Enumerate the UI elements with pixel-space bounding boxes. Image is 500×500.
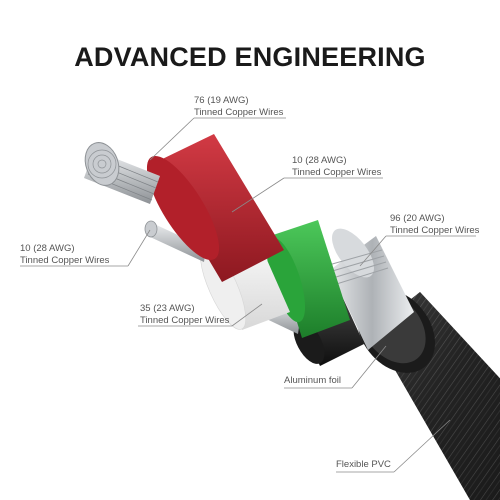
material-label: Tinned Copper Wires <box>140 315 230 326</box>
material-label: Tinned Copper Wires <box>194 107 284 118</box>
material-label: Tinned Copper Wires <box>20 255 110 266</box>
gauge-label: 76 (19 AWG) <box>194 95 249 106</box>
aluminum-foil <box>330 228 414 350</box>
gauge-label: 35 (23 AWG) <box>140 303 195 314</box>
callout-aluminum-foil: Aluminum foil <box>284 375 341 387</box>
leader-lines <box>20 117 476 473</box>
foil-label: Aluminum foil <box>284 375 342 386</box>
callout-red-conductor: 76 (19 AWG) Tinned Copper Wires <box>194 95 283 119</box>
gauge-label: 10 (28 AWG) <box>20 243 75 254</box>
material-label: Tinned Copper Wires <box>390 225 480 236</box>
gauge-label: 10 (28 AWG) <box>292 155 347 166</box>
callout-black-conductor: 35 (23 AWG) Tinned Copper Wires <box>140 303 229 327</box>
callout-flexible-pvc: Flexible PVC <box>336 459 391 471</box>
callout-shield-braid: 96 (20 AWG) Tinned Copper Wires <box>390 213 479 237</box>
page-title: ADVANCED ENGINEERING <box>74 42 426 72</box>
callout-green-conductor: 10 (28 AWG) Tinned Copper Wires <box>292 155 381 179</box>
callout-white-conductor: 10 (28 AWG) Tinned Copper Wires <box>20 243 109 267</box>
material-label: Tinned Copper Wires <box>292 167 382 178</box>
red-conductor <box>84 134 284 282</box>
gauge-label: 96 (20 AWG) <box>390 213 445 224</box>
jacket-label: Flexible PVC <box>336 459 391 470</box>
